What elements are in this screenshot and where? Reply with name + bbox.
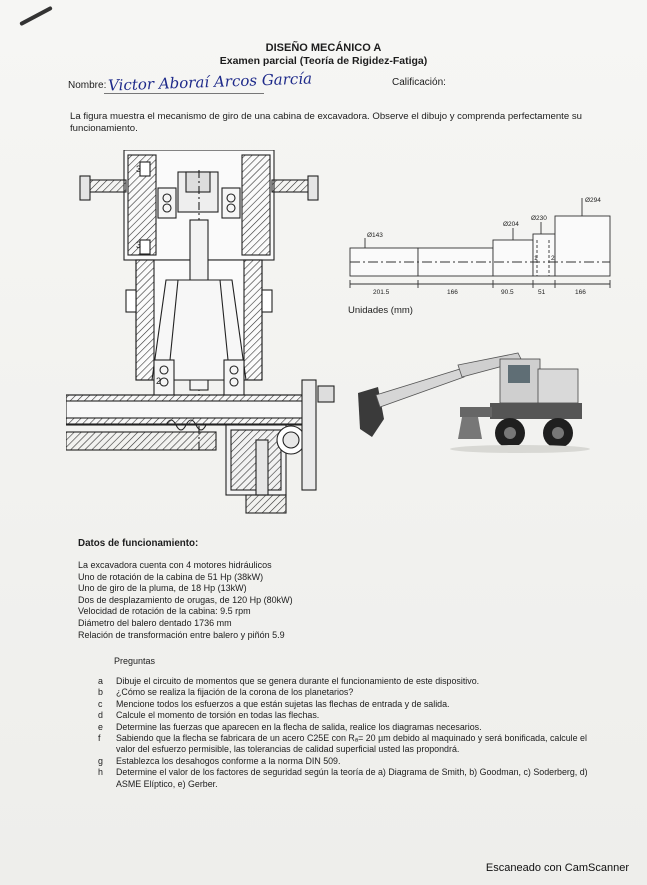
- label-3-top: 3: [136, 164, 141, 174]
- len-166-b: 166: [575, 289, 586, 296]
- operation-data-list: La excavadora cuenta con 4 motores hidrá…: [78, 560, 478, 641]
- grade-label: Calificación:: [392, 77, 446, 88]
- operation-item: La excavadora cuenta con 4 motores hidrá…: [78, 560, 272, 570]
- dim-d143: Ø143: [367, 232, 383, 239]
- questions-title: Preguntas: [114, 656, 156, 666]
- operation-item: Velocidad de rotación de la cabina: 9.5 …: [78, 606, 251, 617]
- operation-data-title: Datos de funcionamiento:: [78, 538, 199, 549]
- operation-item: Diámetro del balero dentado 1736 mm: [78, 617, 232, 628]
- len-90-5: 90.5: [501, 289, 514, 296]
- exam-subtitle: Examen parcial (Teoría de Rigidez-Fatiga…: [219, 55, 428, 67]
- excavator-photo: [358, 352, 590, 453]
- scanner-watermark: Escaneado con CamScanner: [485, 862, 629, 874]
- dim-d294: Ø294: [585, 197, 601, 204]
- label-2: 2: [156, 376, 161, 386]
- intro-paragraph: La figura muestra el mecanismo de giro d…: [70, 111, 582, 134]
- label-3-mid: 3: [136, 240, 141, 250]
- operation-item: Dos de desplazamiento de orugas, de 120 …: [78, 594, 293, 605]
- pen-mark: [19, 5, 53, 27]
- name-underline: [104, 93, 264, 94]
- len-201-5: 201.5: [373, 289, 390, 296]
- dim-d204: Ø204: [503, 221, 519, 228]
- units-label: Unidades (mm): [348, 305, 413, 316]
- len-51: 51: [538, 289, 546, 296]
- shaft-dimension-drawing: Ø143 Ø204 Ø230 Ø294 201.5 166 90.5 51 16…: [349, 197, 611, 296]
- question-item: b¿Cómo se realiza la fijación de la coro…: [98, 687, 354, 698]
- operation-item: Uno de giro de la pluma, de 18 Hp (13kW): [78, 583, 247, 594]
- operation-item: Uno de rotación de la cabina de 51 Hp (3…: [78, 571, 264, 582]
- operation-item: Relación de transformación entre balero …: [78, 629, 285, 640]
- slewing-mechanism-drawing: 3 3 2: [66, 150, 335, 514]
- mark-1: 1: [534, 255, 538, 262]
- exam-title: DISEÑO MECÁNICO A: [265, 42, 382, 54]
- len-166-a: 166: [447, 289, 458, 296]
- handwritten-name: Victor Aboraí Arcos García: [107, 69, 313, 95]
- name-label: Nombre:: [68, 80, 107, 91]
- mark-2: 2: [551, 255, 555, 262]
- dim-d230: Ø230: [531, 215, 547, 222]
